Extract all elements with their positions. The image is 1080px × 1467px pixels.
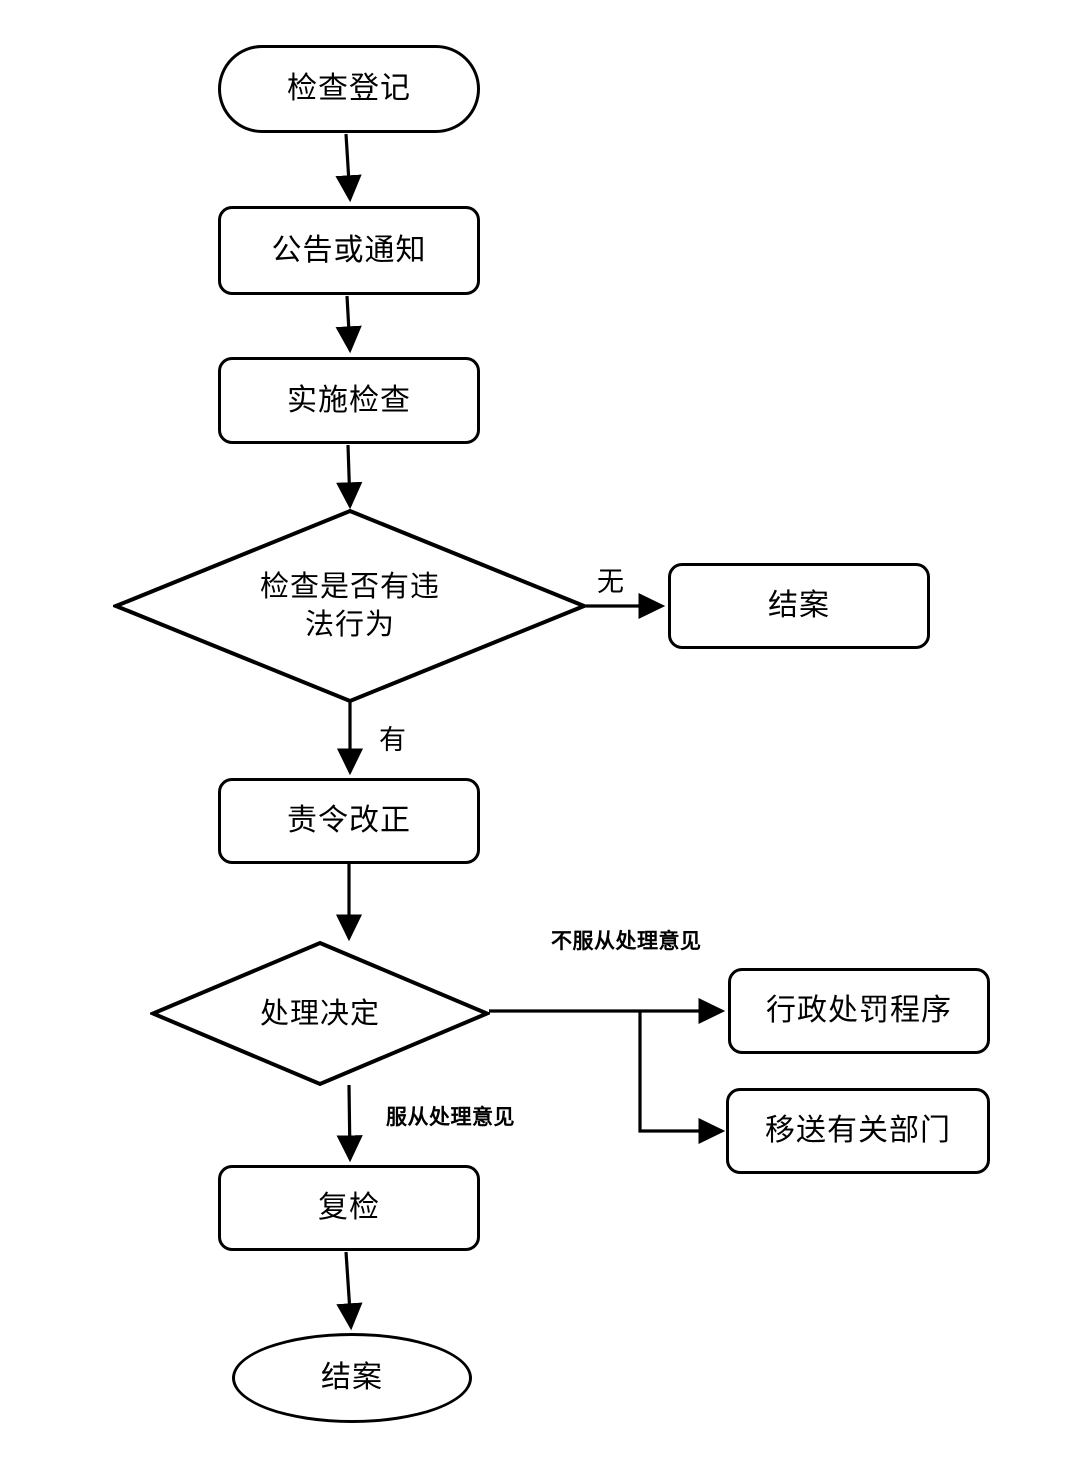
node-decision-handling-label: 处理决定 [259,995,380,1030]
node-transfer-to-department[interactable]: 移送有关部门 [726,1088,990,1174]
node-order-correction-label: 责令改正 [287,803,411,839]
node-order-correction[interactable]: 责令改正 [218,778,480,864]
edge-label-disagree-with-decision: 不服从处理意见 [551,929,702,953]
node-administrative-penalty-procedure-label: 行政处罚程序 [766,993,952,1029]
node-transfer-to-department-label: 移送有关部门 [765,1113,951,1149]
node-decision-has-violation[interactable]: 检查是否有违 法行为 [113,508,587,704]
edge-label-no-violation: 无 [597,567,625,598]
node-close-case-no-violation-label: 结案 [768,588,830,624]
node-inspection-registration-label: 检查登记 [287,71,411,107]
node-reinspection-label: 复检 [318,1190,380,1226]
edge-notice-to-carry-out-inspection [335,295,362,354]
node-decision-has-violation-line2: 法行为 [304,607,395,641]
edge-carry-out-inspection-to-decision-violation [336,444,363,510]
node-final-close-case[interactable]: 结案 [232,1333,472,1423]
node-final-close-case-label: 结案 [321,1360,383,1396]
node-close-case-no-violation[interactable]: 结案 [668,563,930,649]
node-public-notice-label: 公告或通知 [271,232,427,268]
edge-agree-to-reinspection [336,1084,363,1163]
node-public-notice[interactable]: 公告或通知 [218,206,480,295]
node-decision-has-violation-line1: 检查是否有违 [259,569,440,604]
node-reinspection[interactable]: 复检 [218,1165,480,1251]
node-administrative-penalty-procedure[interactable]: 行政处罚程序 [728,968,990,1054]
node-decision-handling[interactable]: 处理决定 [150,940,490,1087]
node-carry-out-inspection-label: 实施检查 [287,382,411,418]
edge-disagree-to-transfer-department [638,1011,726,1145]
edge-inspection-registration-to-notice [335,133,362,203]
edge-label-agree-with-decision: 服从处理意见 [386,1105,515,1129]
node-decision-has-violation-label: 检查是否有违 法行为 [260,568,440,643]
node-carry-out-inspection[interactable]: 实施检查 [218,357,480,444]
diamond-shape-has-violation [113,508,587,704]
edge-reinspection-to-final-close-case [336,1251,363,1331]
node-inspection-registration[interactable]: 检查登记 [218,45,480,133]
edge-label-has-violation: 有 [379,725,407,756]
diamond-shape-handling [150,940,490,1087]
